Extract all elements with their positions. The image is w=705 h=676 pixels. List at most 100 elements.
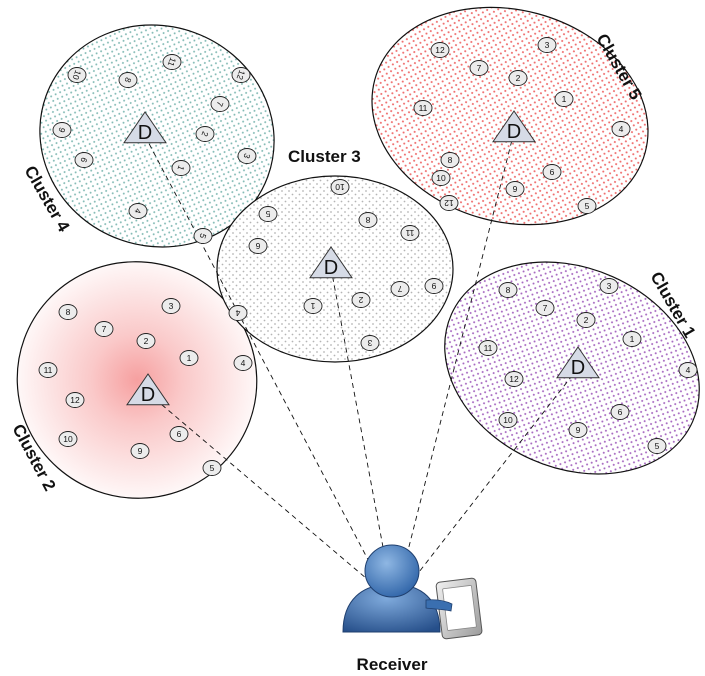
link-cluster-1 xyxy=(404,367,579,591)
sensor-node: 9 xyxy=(424,278,444,294)
sensor-node-circle xyxy=(248,238,268,254)
sensor-node-label: 6 xyxy=(177,429,182,439)
sensor-node-circle xyxy=(179,350,199,366)
sensor-node-circle xyxy=(505,181,525,197)
sensor-node: 12 xyxy=(65,392,85,408)
sensor-node: 7 xyxy=(94,321,114,337)
sensor-node: 6 xyxy=(542,164,562,180)
sensor-node: 5 xyxy=(577,198,597,214)
sensor-node: 2 xyxy=(576,312,596,328)
sensor-node: 2 xyxy=(195,126,215,142)
sensor-node-label: 5 xyxy=(265,209,270,219)
sensor-node-label: 2 xyxy=(199,130,210,138)
sensor-node: 3 xyxy=(599,278,619,294)
sensor-node-label: 10 xyxy=(63,434,73,444)
link-cluster-3 xyxy=(330,267,392,591)
sensor-node-circle xyxy=(231,67,251,83)
sensor-node-label: 1 xyxy=(175,164,186,172)
sensor-node-label: 7 xyxy=(397,284,402,294)
sensor-node: 5 xyxy=(202,460,222,476)
sensor-node-circle xyxy=(469,60,489,76)
sensor-node: 3 xyxy=(360,335,380,351)
sensor-node-label: 8 xyxy=(122,76,133,84)
sensor-node-label: 5 xyxy=(655,441,660,451)
sensor-node-circle xyxy=(430,42,450,58)
sensor-node: 6 xyxy=(610,404,630,420)
sensor-node: 11 xyxy=(38,362,58,378)
sensor-node-circle xyxy=(508,70,528,86)
sensor-node: 2 xyxy=(508,70,528,86)
sensor-node: 1 xyxy=(171,160,191,176)
cluster-head-triangle xyxy=(309,246,353,279)
sensor-node: 1 xyxy=(554,91,574,107)
sensor-node: 6 xyxy=(169,426,189,442)
sensor-node-circle xyxy=(128,203,148,219)
sensor-node-circle xyxy=(678,362,698,378)
sensor-node: 10 xyxy=(67,67,87,83)
sensor-node-label: 12 xyxy=(70,395,80,405)
sensor-node-circle xyxy=(258,206,278,222)
sensor-node-circle xyxy=(610,404,630,420)
sensor-node-circle xyxy=(171,160,191,176)
sensor-node-label: 4 xyxy=(686,365,691,375)
sensor-node-label: 6 xyxy=(255,241,260,251)
sensor-node-label: 2 xyxy=(144,336,149,346)
cluster-head-triangle xyxy=(556,346,600,379)
receiver-person-icon xyxy=(342,544,483,640)
sensor-node-circle xyxy=(440,152,460,168)
sensor-node-circle xyxy=(390,281,410,297)
sensor-node-label: 9 xyxy=(138,446,143,456)
sensor-node-label: 10 xyxy=(335,182,345,192)
sensor-node-label: 5 xyxy=(210,463,215,473)
sensor-node-label: 11 xyxy=(419,103,428,113)
sensor-node-circle xyxy=(431,170,451,186)
cluster-head-label: D xyxy=(507,121,521,143)
sensor-node-label: 10 xyxy=(436,173,446,183)
sensor-node: 5 xyxy=(258,206,278,222)
sensor-node-label: 2 xyxy=(358,295,363,305)
sensor-node-label: 8 xyxy=(448,155,453,165)
sensor-node-circle xyxy=(537,37,557,53)
sensor-node-label: 10 xyxy=(503,415,513,425)
sensor-node-circle xyxy=(576,312,596,328)
receiver-label: Receiver xyxy=(357,655,428,674)
sensor-node: 1 xyxy=(622,331,642,347)
sensor-node-label: 2 xyxy=(584,315,589,325)
sensor-node-circle xyxy=(65,392,85,408)
cluster-head-label: D xyxy=(324,257,338,279)
tablet-icon xyxy=(435,577,483,640)
sensor-node-circle xyxy=(599,278,619,294)
sensor-node-label: 8 xyxy=(66,307,71,317)
sensor-node-label: 1 xyxy=(310,301,315,311)
sensor-node-circle xyxy=(413,100,433,116)
sensor-node: 12 xyxy=(439,195,459,211)
cluster-head-label: D xyxy=(138,122,152,144)
receiver-hand xyxy=(425,599,453,612)
sensor-node: 5 xyxy=(647,438,667,454)
sensor-node-label: 1 xyxy=(562,94,567,104)
sensor-node: 7 xyxy=(390,281,410,297)
sensor-node: 7 xyxy=(210,96,230,112)
sensor-node-label: 7 xyxy=(102,324,107,334)
sensor-node: 6 xyxy=(74,152,94,168)
sensor-node: 2 xyxy=(136,333,156,349)
sensor-node-label: 8 xyxy=(365,215,370,225)
cluster-1-ellipse-dots xyxy=(444,261,700,475)
sensor-node-label: 3 xyxy=(607,281,612,291)
sensor-node: 8 xyxy=(358,212,378,228)
sensor-node-circle xyxy=(647,438,667,454)
link-cluster-5 xyxy=(397,131,515,591)
sensor-node: 9 xyxy=(568,422,588,438)
sensor-node: 11 xyxy=(478,340,498,356)
sensor-node-circle xyxy=(478,340,498,356)
sensor-node-circle xyxy=(118,72,138,88)
sensor-node: 3 xyxy=(237,148,257,164)
receiver-head xyxy=(364,544,420,598)
sensor-node: 11 xyxy=(400,225,420,241)
sensor-node: 7 xyxy=(469,60,489,76)
sensor-node-label: 11 xyxy=(484,343,493,353)
